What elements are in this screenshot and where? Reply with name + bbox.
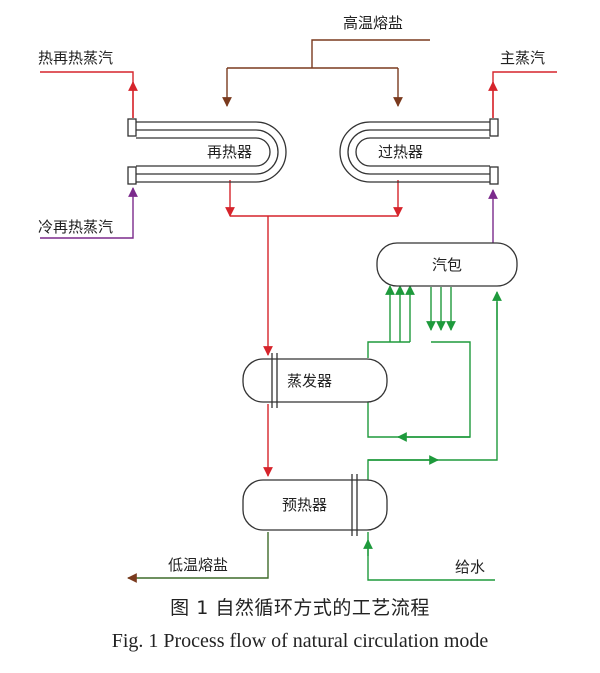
evaporator-label: 蒸发器 [287, 372, 332, 390]
circulation-lines [363, 285, 502, 581]
hot-salt-lines [222, 39, 430, 107]
cold-salt-label: 低温熔盐 [168, 556, 228, 574]
main-steam-line [488, 71, 557, 118]
preheater-label: 预热器 [282, 496, 327, 514]
preheater [242, 474, 388, 536]
drum-label: 汽包 [432, 256, 462, 274]
superheater [339, 118, 499, 185]
hot-salt-label: 高温熔盐 [343, 14, 403, 32]
feedwater-label: 给水 [455, 558, 485, 576]
reheater-label: 再热器 [207, 143, 252, 161]
main-steam-label: 主蒸汽 [500, 49, 545, 67]
hot-reheat-steam-label: 热再热蒸汽 [38, 49, 113, 67]
figure-caption-chinese: 图 1 自然循环方式的工艺流程 [170, 597, 430, 619]
cold-salt-line [127, 532, 269, 583]
reheater [127, 118, 287, 185]
evaporator [242, 353, 388, 408]
process-flow-diagram: 高温熔盐 热再热蒸汽 主蒸汽 冷再热蒸汽 再热器 过热器 汽包 蒸发器 预热器 … [38, 14, 557, 583]
hot-reheat-line [40, 71, 138, 118]
cold-reheat-line [40, 187, 138, 239]
superheater-label: 过热器 [378, 143, 423, 161]
cold-reheat-steam-label: 冷再热蒸汽 [38, 218, 113, 236]
steam-drum [376, 242, 518, 287]
figure-caption-english: Fig. 1 Process flow of natural circulati… [111, 630, 489, 652]
salt-outlet-lines [225, 180, 403, 477]
